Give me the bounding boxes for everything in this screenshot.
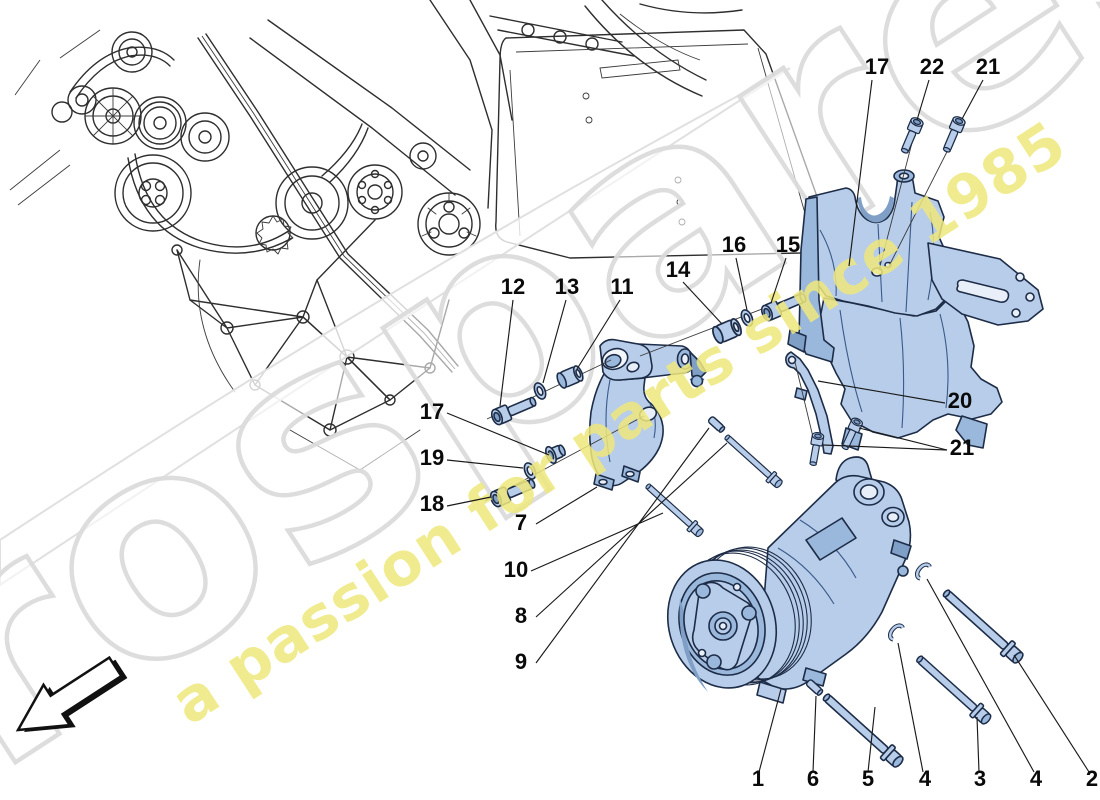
clip-4b [915, 562, 930, 579]
fasteners-hardware [484, 114, 1028, 772]
callout-leader-line [961, 79, 984, 120]
bolt-21c [806, 431, 825, 467]
ac-compressor-part [666, 456, 912, 704]
callout-number: 19 [420, 445, 444, 470]
bolt-5 [818, 688, 908, 772]
callout-leader-line [916, 79, 930, 121]
callout-number: 22 [920, 54, 944, 79]
callout-number: 17 [420, 399, 444, 424]
callout-number: 21 [976, 54, 1000, 79]
direction-arrow-icon [15, 655, 128, 733]
callout-number: 21 [950, 435, 974, 460]
callout-leader-line [535, 442, 728, 618]
callout-number: 8 [515, 603, 527, 628]
callout-leader-line [576, 299, 621, 370]
callout-leader-line [446, 496, 492, 507]
callout-leader-line [535, 486, 598, 525]
engine-line-art [9, 0, 830, 471]
callout-leader-line [867, 706, 876, 773]
callout-leader-line [446, 412, 550, 456]
bolt-2 [938, 584, 1028, 668]
callout-number: 5 [862, 766, 874, 791]
callout-number: 11 [610, 274, 633, 299]
callout-number: 7 [515, 510, 527, 535]
protection-cover-part [787, 169, 1044, 451]
callout-number: 2 [1086, 766, 1098, 791]
callout-number: 20 [948, 388, 972, 413]
callout-leader-line [542, 299, 567, 384]
callout-leader-line [758, 688, 782, 773]
callout-number: 18 [420, 491, 444, 516]
callout-number: 3 [974, 766, 986, 791]
callout-number: 16 [722, 232, 746, 257]
callout-leader-line [812, 695, 817, 773]
callout-number: 4 [919, 766, 932, 791]
pin-9 [706, 415, 727, 434]
callout-leader-line [822, 444, 948, 451]
callout-number: 14 [666, 257, 691, 282]
clip-4a [888, 623, 903, 640]
callout-number: 15 [776, 232, 800, 257]
callout-leader-line [817, 380, 946, 404]
callout-number: 12 [501, 274, 525, 299]
callout-number: 6 [807, 766, 819, 791]
callout-leader-line [926, 578, 1035, 773]
callout-leader-line [976, 716, 980, 773]
bolt-8 [721, 431, 786, 491]
watermark-swoosh [0, 67, 791, 587]
support-bracket-part [785, 351, 834, 455]
callout-leader-line [848, 79, 873, 267]
callout-leader-line [499, 299, 514, 407]
callout-leader-line [535, 427, 710, 664]
callout-leader-line [858, 427, 948, 451]
callout-number: 4 [1030, 766, 1043, 791]
callout-number: 13 [555, 274, 579, 299]
bolt-10 [642, 480, 707, 540]
callout-leader-line [735, 257, 748, 311]
callout-number: 1 [752, 766, 764, 791]
callout-leader-line [682, 281, 723, 325]
callout-leader-line [530, 512, 664, 572]
callout-leader-line [1013, 654, 1090, 773]
callout-leader-line [897, 642, 924, 773]
callout-number: 17 [865, 54, 889, 79]
callout-number: 9 [515, 649, 527, 674]
callout-leader-line [770, 257, 787, 304]
callout-leader-line [446, 459, 524, 469]
callout-number: 10 [504, 557, 528, 582]
compressor-bracket-part [588, 338, 707, 491]
bolt-3 [911, 650, 995, 729]
